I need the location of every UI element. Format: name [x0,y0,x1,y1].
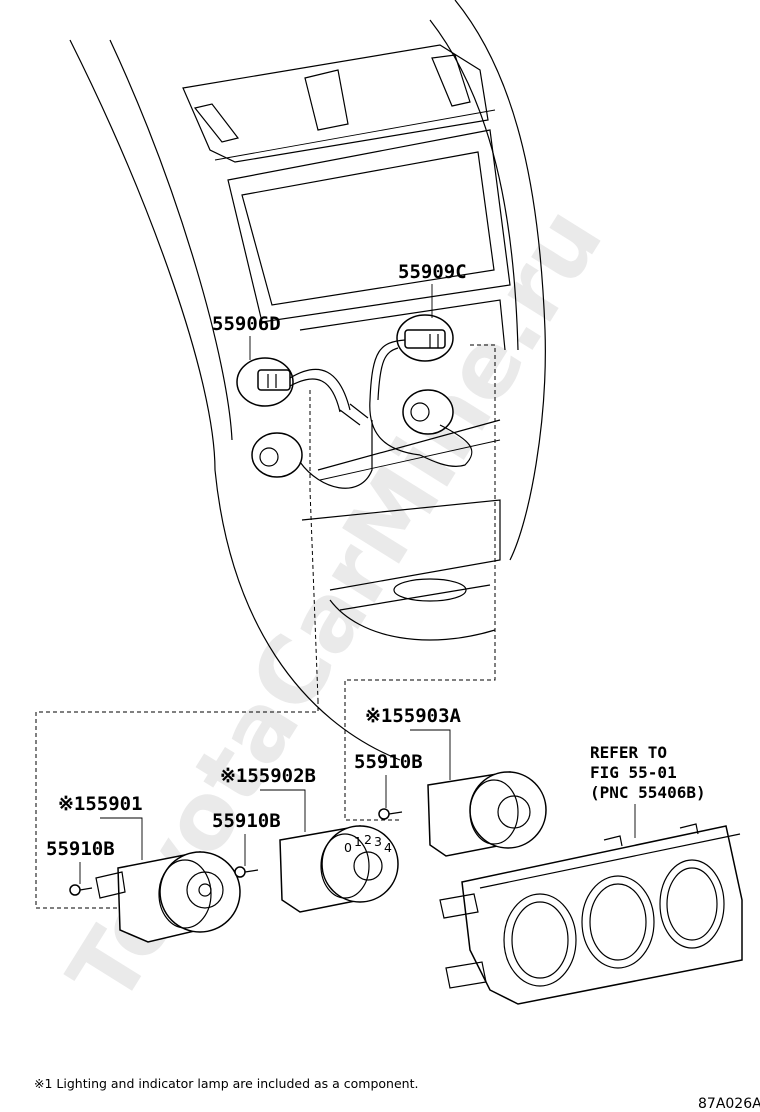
figure-code: 87A026A [698,1096,760,1112]
switch-55902b: 0 1 2 3 4 [234,825,399,913]
control-panel-bezel [439,823,743,1005]
label-55901: ※155901 [58,793,143,815]
label-55903a: ※155903A [365,705,462,727]
refer-line-2: FIG 55-01 [590,763,677,782]
dial-mark-3: 3 [374,834,382,849]
switch-55901 [69,851,241,943]
dashboard-console [69,0,546,761]
label-55910b-a: 55910B [354,751,423,773]
label-55902b: ※155902B [220,765,316,787]
label-55906d: 55906D [212,313,281,335]
label-55910b-b: 55910B [212,810,281,832]
dial-mark-2: 2 [364,832,372,847]
dial-mark-0: 0 [344,840,352,855]
refer-line-3: (PNC 55406B) [590,783,706,802]
footnote: ※1 Lighting and indicator lamp are inclu… [34,1076,418,1091]
lamp-55906d [236,357,351,478]
dial-mark-4: 4 [384,840,392,855]
label-55910b-c: 55910B [46,838,115,860]
switch-55903a [378,771,547,857]
dial-mark-1: 1 [354,834,362,849]
lamp-55909c [369,314,473,467]
refer-line-1: REFER TO [590,743,667,762]
label-55909c: 55909C [398,261,467,283]
